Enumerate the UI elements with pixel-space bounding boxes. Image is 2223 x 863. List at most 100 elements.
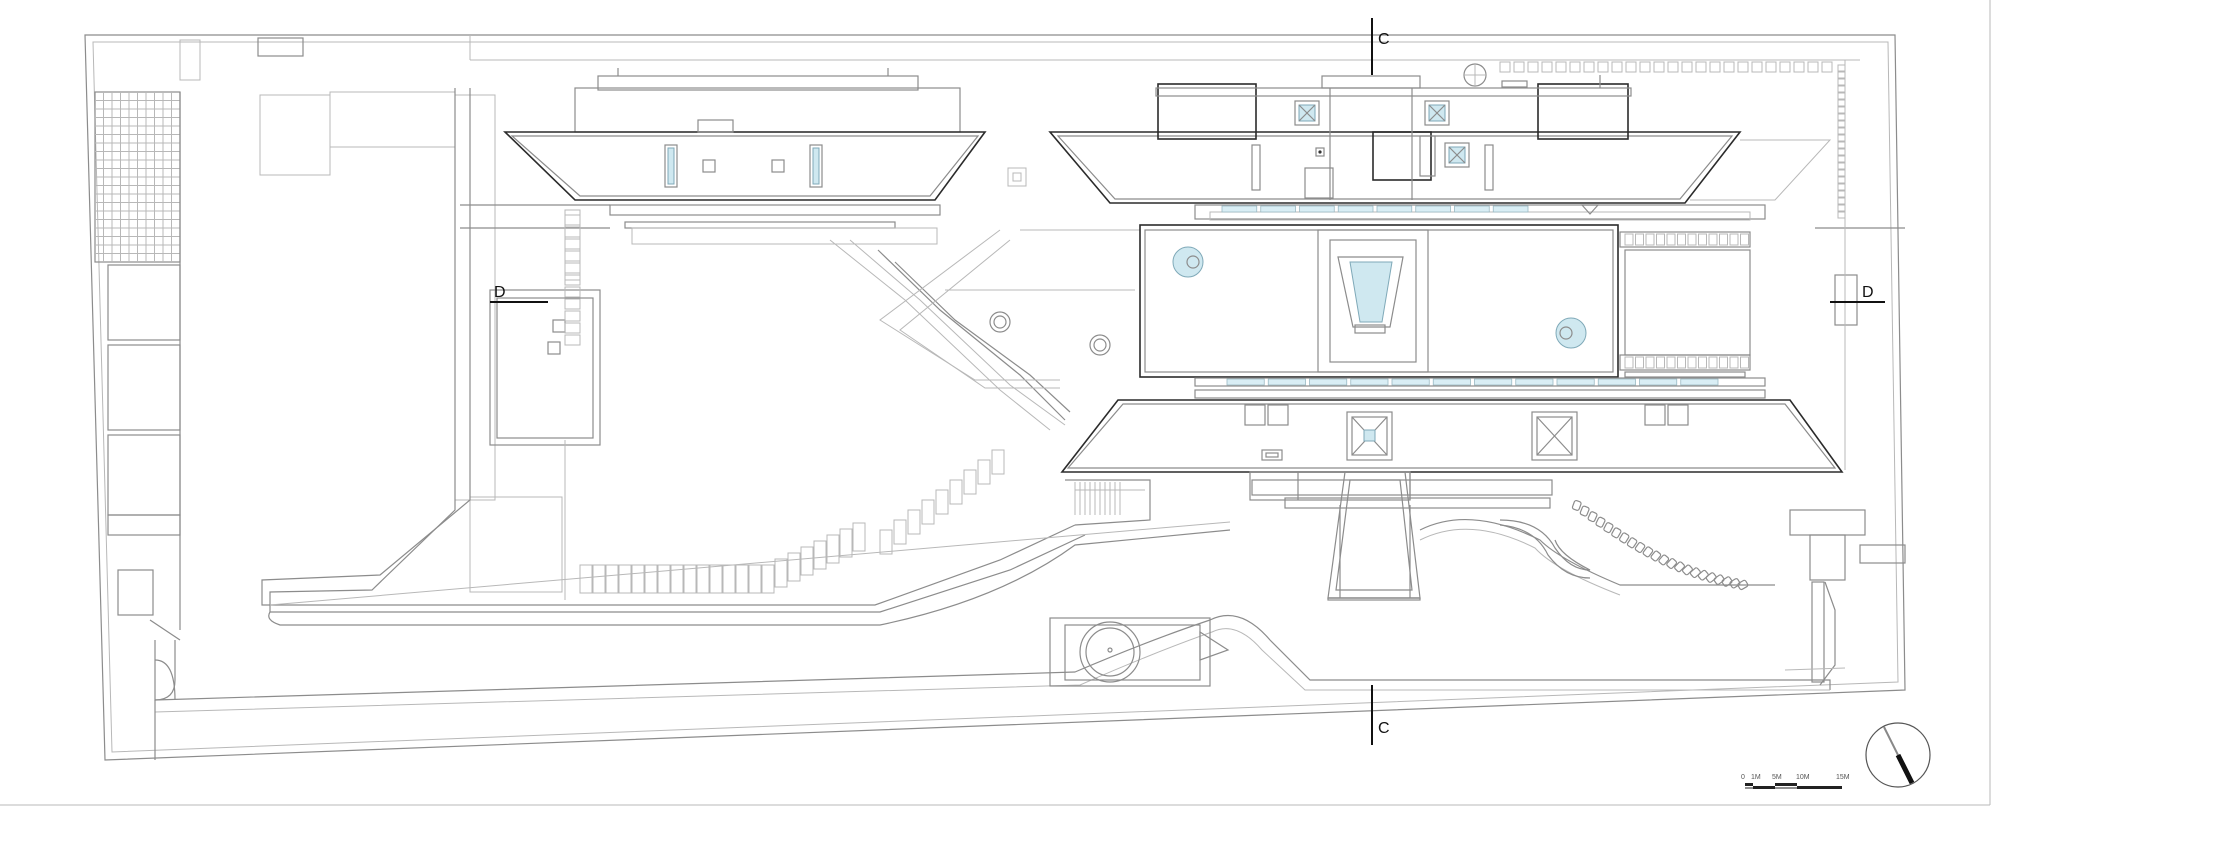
stepping-stone <box>1713 574 1725 585</box>
scale-label-0: 0 <box>1741 774 1745 781</box>
stepping-stone <box>1634 541 1646 553</box>
stepping-stone <box>1666 558 1678 569</box>
grid-cell <box>1645 356 1655 369</box>
diagonal-paths <box>261 88 1231 626</box>
stair-tread <box>657 564 671 594</box>
fence-cell <box>1837 204 1846 212</box>
fence-cell <box>1837 155 1846 163</box>
stair-tread <box>564 238 581 250</box>
stair-tread <box>564 298 581 310</box>
fence-cell <box>1837 106 1846 114</box>
grid-cell <box>1666 356 1676 369</box>
stair-tread <box>696 564 710 594</box>
fence-cell <box>1837 127 1846 135</box>
stair-tread <box>564 274 581 286</box>
fence-cell <box>1499 61 1511 73</box>
stair-tread <box>670 564 684 594</box>
grid-cell <box>1719 356 1728 369</box>
fence-cell <box>1597 61 1609 73</box>
grid-cell <box>1677 233 1686 246</box>
stepping-stone <box>1705 572 1717 583</box>
glass-panel <box>1597 378 1636 386</box>
stepping-stone <box>1587 511 1598 523</box>
stair-tread <box>748 564 762 594</box>
fence-cell <box>1695 61 1707 73</box>
fence-cell <box>1569 61 1581 73</box>
stair-tread <box>564 286 581 298</box>
grid-cell <box>1677 356 1686 369</box>
stair-tread <box>991 449 1005 475</box>
grid-cell <box>1624 233 1634 246</box>
fence-cell <box>1837 71 1846 79</box>
glass-panel <box>1337 205 1374 213</box>
east-grid-cells <box>1624 233 1749 369</box>
stepping-stone <box>1595 516 1606 528</box>
glass-strip-north <box>1221 205 1529 213</box>
stair-tread <box>564 334 581 346</box>
fence-cell <box>1837 148 1846 156</box>
glass-strip-south <box>1226 378 1719 386</box>
stair-tread <box>787 552 801 582</box>
stair-tread <box>813 540 827 570</box>
fence-cell <box>1837 78 1846 86</box>
grid-cell <box>1624 356 1634 369</box>
scale-label-10: 10M <box>1796 774 1810 781</box>
fence-cell <box>1837 190 1846 198</box>
stepping-stone <box>1674 561 1685 573</box>
stair-tread <box>631 564 645 594</box>
section-marker-c-bottom: C <box>1371 685 1390 745</box>
west-strip <box>94 37 304 701</box>
glass-panel <box>1454 205 1490 213</box>
stepping-stone <box>1579 505 1590 517</box>
fence-cell <box>1837 134 1846 142</box>
stepping-stone <box>1571 499 1582 511</box>
fence-cell <box>1709 61 1721 73</box>
glass-panel <box>1432 378 1471 386</box>
grid-cell <box>1666 233 1676 246</box>
glass-panel <box>1415 205 1451 213</box>
scale-label-1: 1M <box>1751 774 1761 781</box>
fence-cell <box>1751 61 1763 73</box>
stair-tread <box>644 564 658 594</box>
site-boundary <box>84 34 1906 761</box>
stair-tread <box>774 558 788 588</box>
stepping-stone <box>1626 537 1638 549</box>
glass-panel <box>1267 378 1306 386</box>
fence-cell <box>1837 113 1846 121</box>
stair-tread <box>683 564 697 594</box>
stair-tread <box>564 262 581 274</box>
pavilion-west <box>259 68 1027 501</box>
glass-panel <box>1680 378 1719 386</box>
fence-cell <box>1625 61 1637 73</box>
glass-panel <box>1391 378 1430 386</box>
east-fence-cells <box>1837 64 1846 219</box>
stair-tread <box>879 529 893 555</box>
glass-panel <box>1376 205 1413 213</box>
scale-bar-icon: 0 1M 5M 10M 15M <box>1741 774 1850 789</box>
stair-tread <box>839 528 853 558</box>
fence-cell <box>1807 61 1819 73</box>
glass-panel <box>1350 378 1389 386</box>
main-house-center <box>1139 224 1751 378</box>
stair-tread <box>907 509 921 535</box>
stair-tread <box>921 499 935 525</box>
fence-cell <box>1837 92 1846 100</box>
stair-tread <box>852 522 866 552</box>
main-house-north <box>1048 63 1832 221</box>
grid-cell <box>1635 233 1644 246</box>
north-arrow-icon <box>1865 722 1931 788</box>
stair-tread <box>826 534 840 564</box>
fence-cell <box>1837 162 1846 170</box>
stair-tread <box>564 214 581 226</box>
stair-tread <box>893 519 907 545</box>
stair-tread <box>709 564 723 594</box>
fence-cell <box>1513 61 1525 73</box>
east-garden <box>1419 60 1906 686</box>
grid-cell <box>1740 356 1749 369</box>
fence-cell <box>1837 120 1846 128</box>
hatch-grid <box>95 92 180 262</box>
fence-cell <box>1541 61 1553 73</box>
scale-label-15: 15M <box>1836 774 1850 781</box>
glass-panel <box>1515 378 1554 386</box>
stair-tread <box>592 564 606 594</box>
